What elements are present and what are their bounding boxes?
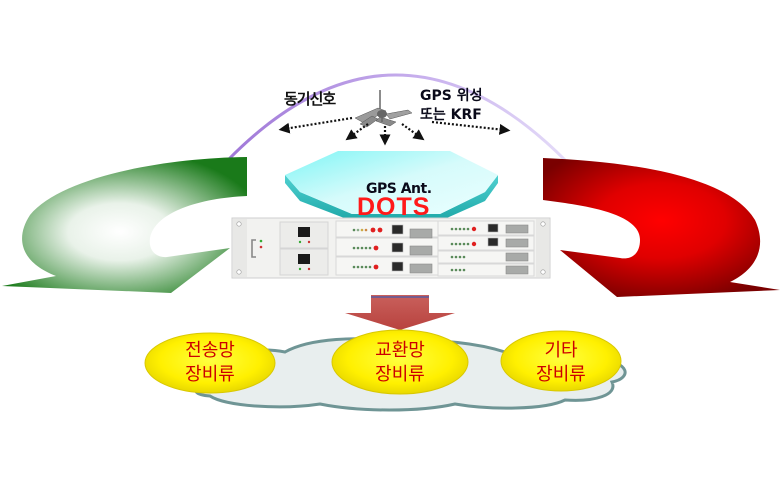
dots-product-label: DOTS [357, 193, 431, 221]
transmission-equipment-ellipse [144, 332, 276, 394]
gps-satellite-label: GPS 위성 [420, 88, 483, 104]
switching-equipment-ellipse [331, 329, 469, 395]
left-curved-arrow-icon [2, 157, 247, 293]
signal-arrow-far-left [278, 116, 353, 134]
switching-equipment-line2: 장비류 [375, 364, 425, 385]
signal-arrows [278, 116, 511, 146]
other-equipment-ellipse [500, 330, 622, 392]
down-arrow-icon [345, 295, 455, 330]
krf-label: 또는 KRF [420, 107, 482, 123]
other-equipment-label: 기타 장비류 [500, 339, 622, 387]
transmission-equipment-line1: 전송망 [185, 340, 235, 361]
gps-antenna-label: GPS Ant. [366, 181, 432, 197]
switching-equipment-label: 교환망 장비류 [334, 339, 466, 387]
other-equipment-line1: 기타 [544, 340, 578, 361]
satellite-icon [354, 90, 413, 128]
gps-antenna-hexagon [285, 151, 498, 221]
signal-arrow-far-right [431, 120, 511, 135]
sync-signal-label: 동기신호 [284, 90, 336, 108]
transmission-equipment-line2: 장비류 [185, 364, 235, 385]
signal-arrow-right [401, 123, 425, 141]
rack-equipment-icon [231, 217, 551, 279]
other-equipment-line2: 장비류 [536, 364, 586, 385]
right-curved-arrow-icon [543, 158, 780, 297]
sync-arc [226, 73, 567, 162]
switching-equipment-line1: 교환망 [375, 340, 425, 361]
transmission-equipment-label: 전송망 장비류 [150, 339, 270, 387]
